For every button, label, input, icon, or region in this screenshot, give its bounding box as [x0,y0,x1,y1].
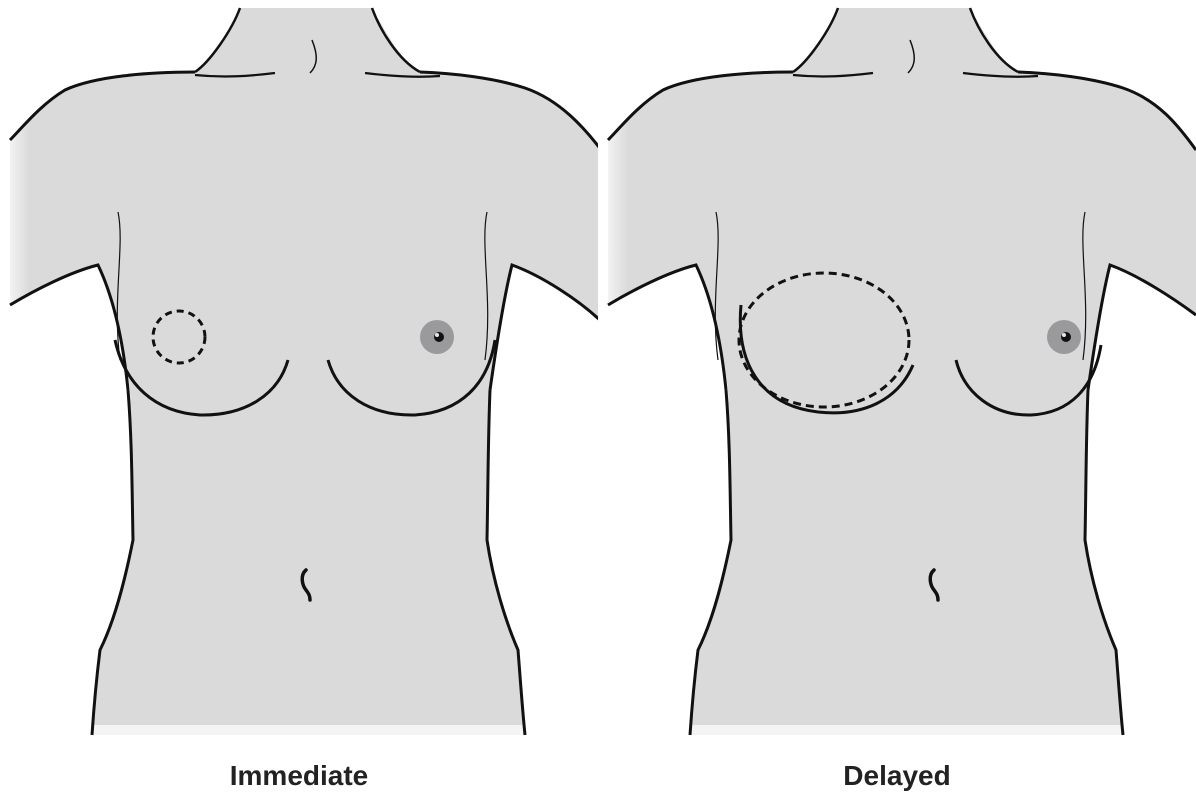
nipple [434,332,444,342]
caption-immediate: Immediate [0,760,598,792]
torso-illustration-immediate [0,0,598,760]
torso-illustration-delayed [598,0,1196,760]
panel-delayed: Delayed [598,0,1196,798]
nipple [1061,332,1071,342]
panel-immediate: Immediate [0,0,598,798]
caption-delayed: Delayed [598,760,1196,792]
